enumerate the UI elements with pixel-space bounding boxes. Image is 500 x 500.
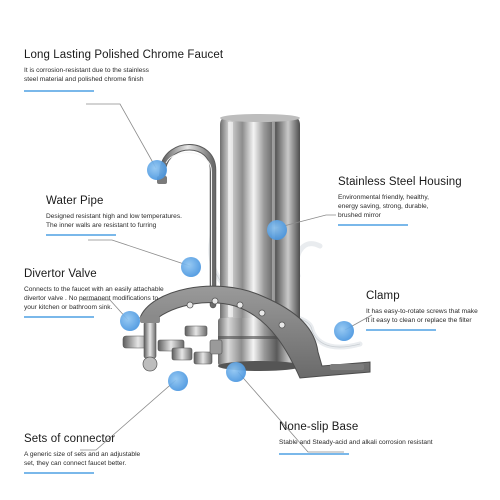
marker-faucet — [147, 160, 167, 180]
callout-divertor-valve: Divertor Valve Connects to the faucet wi… — [24, 268, 184, 318]
callout-title: Water Pipe — [46, 195, 104, 207]
callout-title: Clamp — [366, 290, 400, 302]
divertor-valve-assembly — [122, 316, 185, 372]
callout-title: None-slip Base — [279, 421, 359, 433]
callout-housing: Stainless Steel Housing Environmental fr… — [338, 176, 496, 226]
callout-text: Stable and Steady-acid and alkali corros… — [279, 439, 433, 446]
callout-title: Stainless Steel Housing — [338, 176, 462, 188]
callout-title: Sets of connector — [24, 433, 116, 445]
callout-text: Designed resistant high and low temperat… — [46, 213, 182, 229]
marker-housing — [267, 220, 287, 240]
marker-pipe — [181, 257, 201, 277]
callout-text: Connects to the faucet with an easily at… — [24, 286, 164, 311]
callout-underline — [279, 453, 349, 455]
callout-title: Long Lasting Polished Chrome Faucet — [24, 49, 224, 61]
callout-underline — [24, 90, 94, 92]
callout-underline — [46, 234, 116, 236]
callout-water-pipe: Water Pipe Designed resistant high and l… — [46, 195, 221, 236]
callout-base: None-slip Base Stable and Steady-acid an… — [279, 421, 479, 455]
marker-divertor — [120, 311, 140, 331]
callout-text: It has easy-to-rotate screws that make i… — [366, 308, 478, 324]
clamp-wrench — [139, 285, 371, 379]
callout-connector: Sets of connector A generic size of sets… — [24, 433, 174, 474]
marker-connector — [168, 371, 188, 391]
callout-clamp: Clamp It has easy-to-rotate screws that … — [366, 290, 496, 331]
callout-underline — [366, 329, 436, 331]
callout-text: A generic size of sets and an adjustable… — [24, 451, 141, 467]
callout-underline — [24, 472, 94, 474]
callout-text: It is corrosion-resistant due to the sta… — [24, 67, 149, 83]
marker-clamp — [334, 321, 354, 341]
callout-underline — [24, 316, 94, 318]
leader-lines — [80, 103, 373, 453]
callout-underline — [338, 224, 408, 226]
connector-set — [171, 325, 223, 365]
callout-title: Divertor Valve — [24, 268, 97, 280]
callout-faucet: Long Lasting Polished Chrome Faucet It i… — [24, 49, 254, 92]
callout-text: Environmental friendly, healthy, energy … — [338, 194, 430, 219]
marker-base — [226, 362, 246, 382]
